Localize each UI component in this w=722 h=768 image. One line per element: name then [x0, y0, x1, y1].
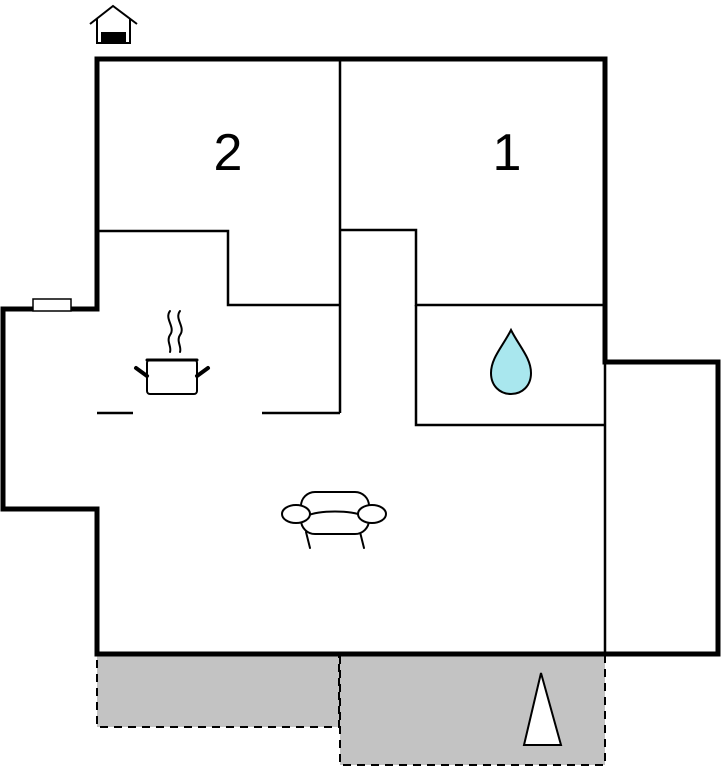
entrance-house-icon	[89, 4, 138, 44]
bathroom-water-drop-icon	[489, 327, 533, 396]
window-icon	[32, 298, 72, 312]
terrace-right	[339, 653, 606, 766]
wall-bedroom-2-bottom	[97, 229, 340, 307]
room-label-2: 2	[214, 124, 243, 182]
living-room-sofa-icon	[281, 491, 387, 549]
terrace-areas	[96, 653, 606, 766]
wall-bathroom	[414, 305, 605, 427]
wall-bedroom-1-bottom	[340, 228, 605, 307]
outer-wall	[0, 56, 721, 657]
kitchen-pot-icon	[134, 310, 210, 395]
north-arrow-icon	[522, 672, 563, 746]
room-label-1: 1	[493, 124, 522, 182]
terrace-left	[96, 653, 340, 728]
interior-walls	[97, 59, 607, 654]
